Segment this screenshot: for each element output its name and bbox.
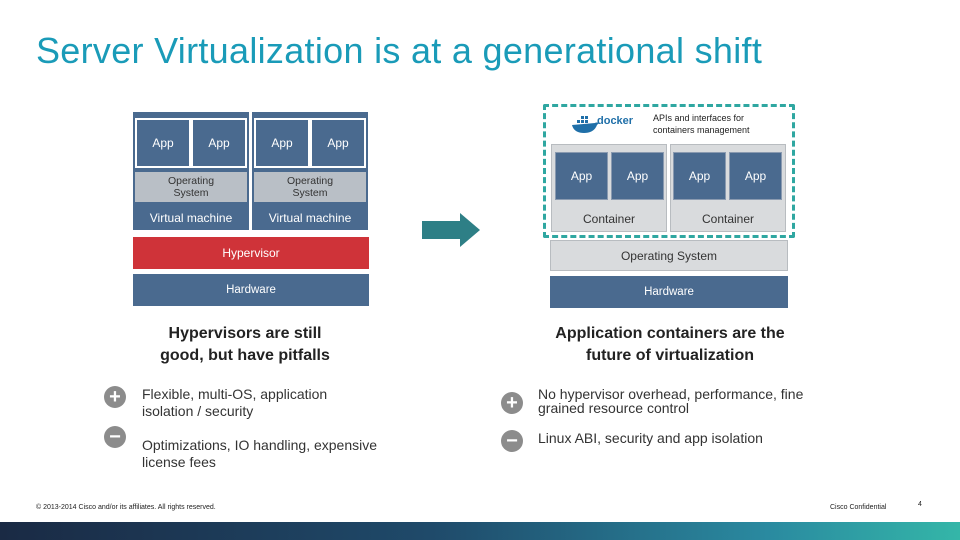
footer-gradient-bar: [0, 522, 960, 540]
right-con-text: Linux ABI, security and app isolation: [538, 430, 763, 446]
vm1-label: Virtual machine: [149, 211, 233, 225]
left-heading: Hypervisors are still good, but have pit…: [160, 325, 330, 364]
left-pro-text: Flexible, multi-OS, application isolatio…: [142, 386, 328, 419]
api-description: APIs and interfaces for containers manag…: [653, 113, 750, 135]
vm2-operating-system: Operating System: [254, 172, 366, 202]
container1-app-2: App: [611, 152, 664, 200]
docker-logo-icon: [572, 116, 599, 133]
vm2-app-2: App: [310, 118, 366, 168]
plus-icon: +: [501, 392, 523, 414]
minus-icon: −: [501, 430, 523, 452]
transition-arrow-icon: [422, 213, 480, 247]
hypervisor-layer: Hypervisor: [133, 237, 369, 269]
container2-app-2: App: [729, 152, 782, 200]
minus-icon: −: [104, 426, 126, 448]
container1-app-1: App: [555, 152, 608, 200]
right-heading: Application containers are the future of…: [555, 325, 785, 364]
vm2-label: Virtual machine: [268, 211, 352, 225]
plus-icon: +: [104, 386, 126, 408]
hardware-layer-left: Hardware: [133, 274, 369, 306]
docker-logo-text: docker: [597, 115, 634, 127]
vm2-app-1: App: [254, 118, 310, 168]
vm1-app-1: App: [135, 118, 191, 168]
container2-label: Container: [701, 212, 755, 226]
slide-title: Server Virtualization is at a generation…: [36, 30, 763, 71]
copyright-text: © 2013-2014 Cisco and/or its affiliates.…: [36, 504, 216, 511]
vm1-operating-system: Operating System: [135, 172, 247, 202]
hardware-layer-right: Hardware: [550, 276, 788, 308]
confidential-label: Cisco Confidential: [830, 504, 887, 511]
operating-system-layer: Operating System: [550, 240, 788, 271]
vm1-app-2: App: [191, 118, 247, 168]
container-management-boundary: [543, 104, 795, 238]
left-con-text: Optimizations, IO handling, expensive li…: [142, 437, 378, 470]
container1-label: Container: [582, 212, 636, 226]
page-number: 4: [918, 501, 922, 508]
right-pro-text: No hypervisor overhead, performance, fin…: [538, 386, 804, 416]
container2-app-1: App: [673, 152, 726, 200]
